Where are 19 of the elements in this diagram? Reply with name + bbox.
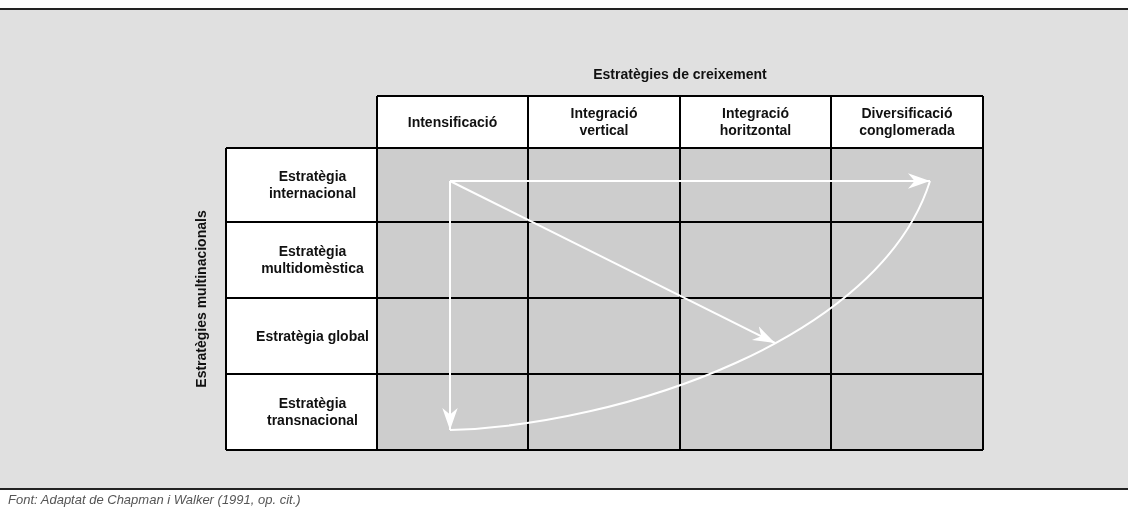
row-header bbox=[226, 222, 377, 298]
row-header bbox=[226, 298, 377, 374]
header-text: Estratègia global bbox=[256, 327, 369, 345]
header-text: Intensificació bbox=[407, 113, 498, 131]
header-text: Integració vertical bbox=[569, 105, 639, 139]
header-text: Estratègia multidomèstica bbox=[260, 243, 365, 277]
row-header bbox=[226, 148, 377, 222]
header-text: Estratègia internacional bbox=[267, 168, 358, 202]
header-text: Estratègia transnacional bbox=[266, 395, 359, 429]
header-text: Integració horitzontal bbox=[718, 105, 793, 139]
row-header bbox=[226, 374, 377, 450]
column-header bbox=[831, 96, 983, 148]
caption: Font: Adaptat de Chapman i Walker (1991, op. cit.) bbox=[8, 492, 301, 507]
column-header bbox=[528, 96, 680, 148]
column-group-heading: Estratègies de creixement bbox=[593, 66, 767, 82]
header-text: Diversificació conglomerada bbox=[858, 105, 956, 139]
column-header bbox=[680, 96, 831, 148]
column-header bbox=[377, 96, 528, 148]
row-group-heading: Estratègies multinacionals bbox=[193, 210, 209, 388]
